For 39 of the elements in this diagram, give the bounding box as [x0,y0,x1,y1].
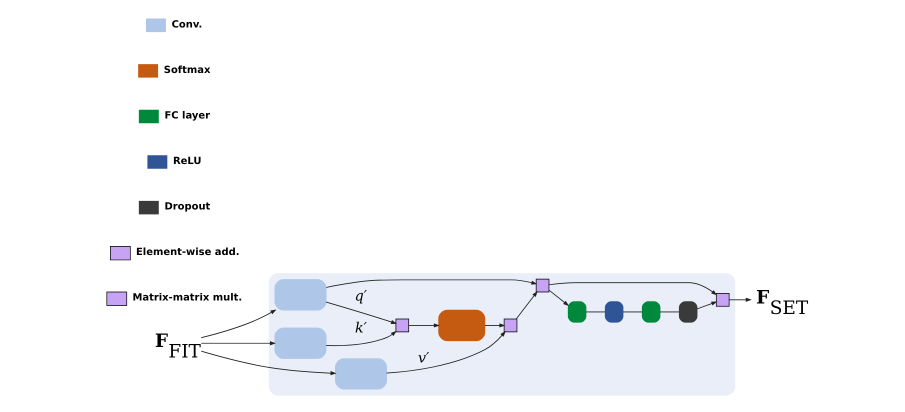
node-box [536,278,550,292]
legend-label: Dropout [164,202,210,213]
arrow [696,302,718,310]
node-box [678,301,698,323]
connector [586,311,606,312]
node-box [716,293,730,307]
arrow [408,323,440,328]
edge-label: v′ [418,350,430,366]
arrow [326,279,538,288]
arrow [516,291,538,320]
node-box [568,301,586,323]
edge-label: q′ [354,288,367,305]
node-box [396,318,410,332]
arrow [200,341,276,346]
edge-label: k′ [354,320,367,337]
arrow [728,298,752,302]
node-box [642,301,660,323]
node-box [335,358,387,390]
legend-label: Softmax [164,64,210,76]
arrow [326,302,397,324]
legend-label: Element-wise add. [136,247,240,258]
arrow [200,310,276,338]
arrow [548,290,570,306]
arrow [386,330,506,374]
node-box [274,279,326,310]
legend-label: ReLU [173,156,202,167]
node-box [604,301,624,323]
arrow [326,330,397,346]
arrow [200,350,336,376]
node-box [274,328,326,359]
connector [622,311,643,312]
legend-label: FC layer [164,110,210,122]
legend-label: Matrix-matrix mult. [132,292,242,304]
arrow [484,323,506,328]
node-box [504,318,518,332]
connector [660,311,680,312]
node-box [438,310,486,342]
arrow [548,282,718,296]
legend-label: Conv. [172,19,202,30]
